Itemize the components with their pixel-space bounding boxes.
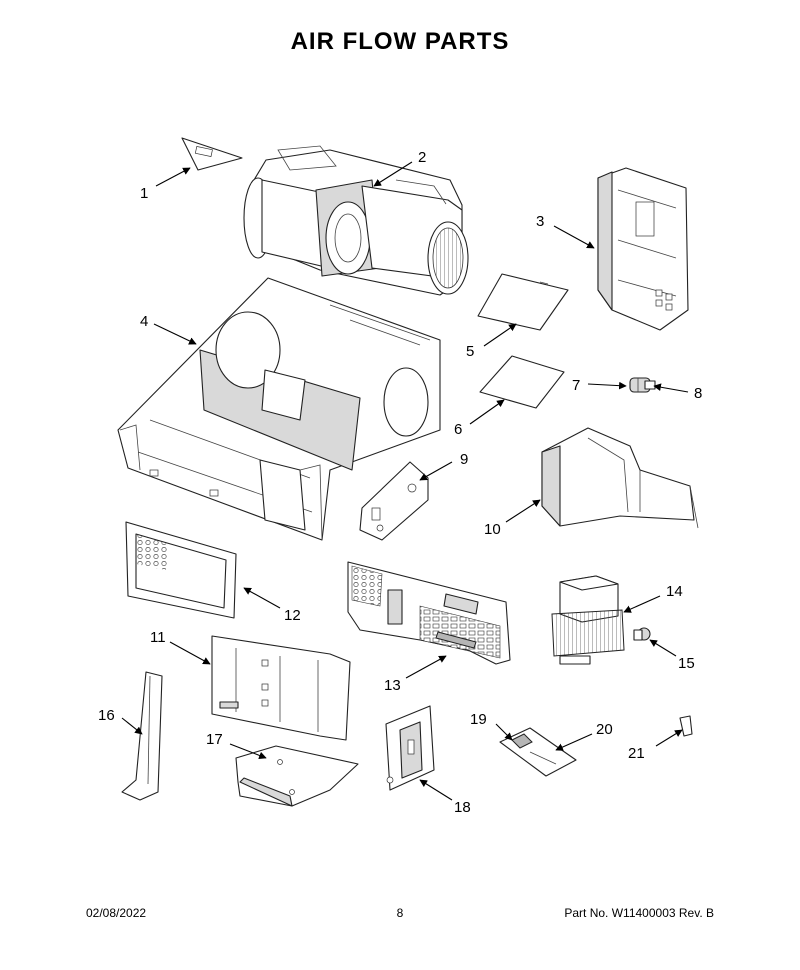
footer-page-number: 8: [396, 906, 404, 920]
callout-21: 21: [628, 745, 645, 762]
footer-part-number: Part No. W11400003 Rev. B: [564, 906, 714, 920]
callout-18: 18: [454, 799, 471, 816]
part-13-control-panel: [347, 561, 511, 665]
part-18-bracket: [385, 705, 435, 791]
part-6-filter-sheet: [479, 355, 565, 409]
callout-15: 15: [678, 655, 695, 672]
callout-2: 2: [418, 149, 426, 166]
callout-10: 10: [484, 521, 501, 538]
callout-4: 4: [140, 313, 148, 330]
callout-19: 19: [470, 711, 487, 728]
part-17-bottom-pan: [235, 745, 359, 807]
part-19-20-circuit-board: [499, 727, 577, 777]
callout-9: 9: [460, 451, 468, 468]
part-2-blower-motor: [243, 145, 469, 296]
part-9-bracket: [359, 461, 429, 541]
footer-date: 02/08/2022: [86, 906, 147, 920]
leader-lines: [121, 161, 689, 801]
callout-13: 13: [384, 677, 401, 694]
callout-11: 11: [150, 629, 166, 646]
callout-7: 7: [572, 377, 580, 394]
callout-14: 14: [666, 583, 683, 600]
callout-3: 3: [536, 213, 544, 230]
callout-6: 6: [454, 421, 462, 438]
part-12-grease-filter: [125, 521, 237, 619]
part-14-transformer: [551, 575, 625, 665]
part-1-label: [181, 137, 243, 171]
callout-20: 20: [596, 721, 613, 738]
callout-1: 1: [140, 185, 148, 202]
callout-numbers: 1 2 3 4 5 6 7 8 9 10 11 12 13 14 15 16 1…: [98, 149, 702, 816]
part-10-air-guide: [541, 427, 699, 529]
page-title: AIR FLOW PARTS: [290, 28, 510, 55]
part-15-thermostat: [633, 627, 651, 641]
callout-8: 8: [694, 385, 702, 402]
callout-5: 5: [466, 343, 474, 360]
part-11-shield-plate: [211, 635, 351, 741]
part-21-clip: [679, 715, 693, 737]
callout-17: 17: [206, 731, 223, 748]
callout-16: 16: [98, 707, 115, 724]
part-16-tall-bracket: [121, 671, 163, 801]
part-7-8-thermistor: [629, 377, 656, 393]
part-5-cover-plate: [477, 273, 569, 331]
part-3-side-bracket: [597, 167, 689, 331]
part-4-duct-housing: [117, 277, 441, 541]
callout-12: 12: [284, 607, 301, 624]
